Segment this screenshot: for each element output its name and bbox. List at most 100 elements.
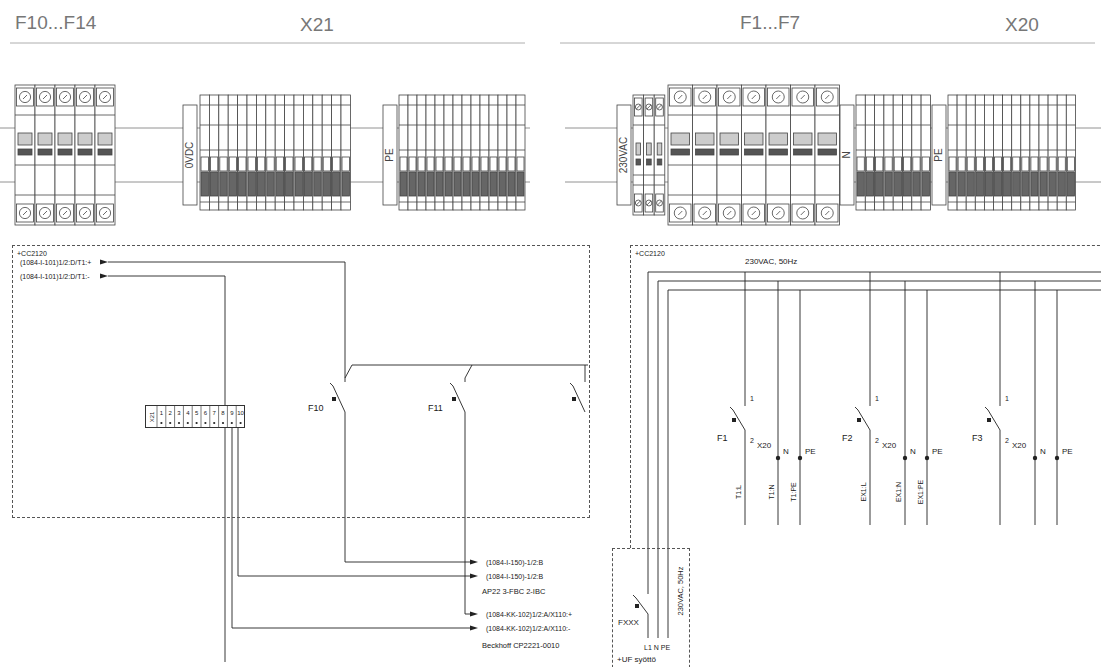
breaker-terminal [656,98,664,116]
breaker-handle [58,133,72,145]
wire-marker: EX1:N [895,482,902,502]
terminal-clamp [922,172,929,196]
wire [232,428,470,628]
conductor-label: PE [1062,448,1073,456]
terminal-edge [275,202,284,203]
terminal-window [257,157,264,171]
terminal-edge [912,202,921,203]
terminal-edge [275,150,284,151]
terminal-body [903,95,912,210]
body-edge [766,195,791,196]
terminal-edge [332,105,341,106]
terminal-clamp [1022,172,1029,196]
terminal-clamp [481,172,488,196]
wire [225,428,226,662]
terminal-edge [200,105,209,106]
breaker-terminal [792,204,814,222]
terminal-edge [516,150,525,151]
terminal-screw [821,91,833,103]
breaker-terminal [645,194,653,212]
breaker-terminal [817,88,839,106]
terminal-edge [1048,125,1057,126]
terminal-edge [303,150,312,151]
terminal-screw [821,207,833,219]
body-edge [633,185,644,186]
screw-slot [23,211,27,215]
terminal-window [490,157,497,171]
cabinet-region: +CC2120X21 [12,245,590,518]
terminal-edge [1066,150,1075,151]
wire [648,272,1101,273]
body-edge [717,165,742,166]
body-edge [815,195,840,196]
body-edge [668,115,693,116]
terminal-body [948,95,957,210]
screw-slot [43,211,47,215]
circuit-breaker-module [35,85,55,225]
terminal-block [200,95,209,210]
terminal-edge [480,202,489,203]
breaker-body [75,85,95,225]
body-edge [95,115,115,116]
terminal-edge [1039,125,1048,126]
terminal-edge [516,105,525,106]
terminal-clamp [876,172,883,196]
end-plate [183,105,197,205]
strip-dot [222,422,224,424]
terminal-number: 6 [204,410,207,416]
node-text: +CC2120 [17,250,47,257]
terminal-edge [957,105,966,106]
terminal-window [304,157,311,171]
terminal-clamp [427,172,434,196]
terminal-edge [426,125,435,126]
terminal-number: 5 [195,410,198,416]
terminal-tag: X20 [882,442,896,450]
terminal-edge [1012,105,1021,106]
terminal-body [1003,95,1012,210]
terminal-window [1004,157,1011,171]
supply-label: 230VAC, 50Hz [745,258,797,266]
terminal-window [427,157,434,171]
terminal-edge [209,150,218,151]
terminal-edge [238,125,247,126]
terminal-edge [507,150,516,151]
end-plate [383,105,397,205]
terminal-edge [498,150,507,151]
terminal-edge [884,105,893,106]
terminal-edge [341,125,350,126]
breaker-handle [745,133,764,145]
strip-divider [174,405,175,428]
terminal-edge [1012,150,1021,151]
terminal-block [1021,95,1030,210]
terminal-screw [657,200,663,206]
terminal-edge [228,125,237,126]
screw-slot [801,95,805,99]
terminal-body [957,95,966,210]
terminal-screw [674,207,686,219]
breaker-terminal [694,88,716,106]
breaker-blade [633,595,648,614]
terminal-edge [1021,105,1030,106]
terminal-body [462,95,471,210]
terminal-block [884,95,893,210]
terminal-block [975,95,984,210]
body-edge [633,175,644,176]
terminal-clamp [949,172,956,196]
terminal-edge [1003,150,1012,151]
signal-reference: (1084-KK-102)1/2:A/X110:- [486,625,570,632]
wire [1000,272,1001,406]
wire [745,430,746,525]
arrowhead [100,274,108,279]
terminal-edge [462,105,471,106]
terminal-edge [285,150,294,151]
terminal-window [295,157,302,171]
terminal-screw [79,207,90,218]
terminal-clamp [210,172,217,196]
terminal-edge [975,150,984,151]
terminal-edge [322,150,331,151]
terminal-edge [884,150,893,151]
terminal-body [1066,95,1075,210]
terminal-body [1039,95,1048,210]
breaker-actuator [635,604,639,608]
breaker-terminal [645,98,653,116]
